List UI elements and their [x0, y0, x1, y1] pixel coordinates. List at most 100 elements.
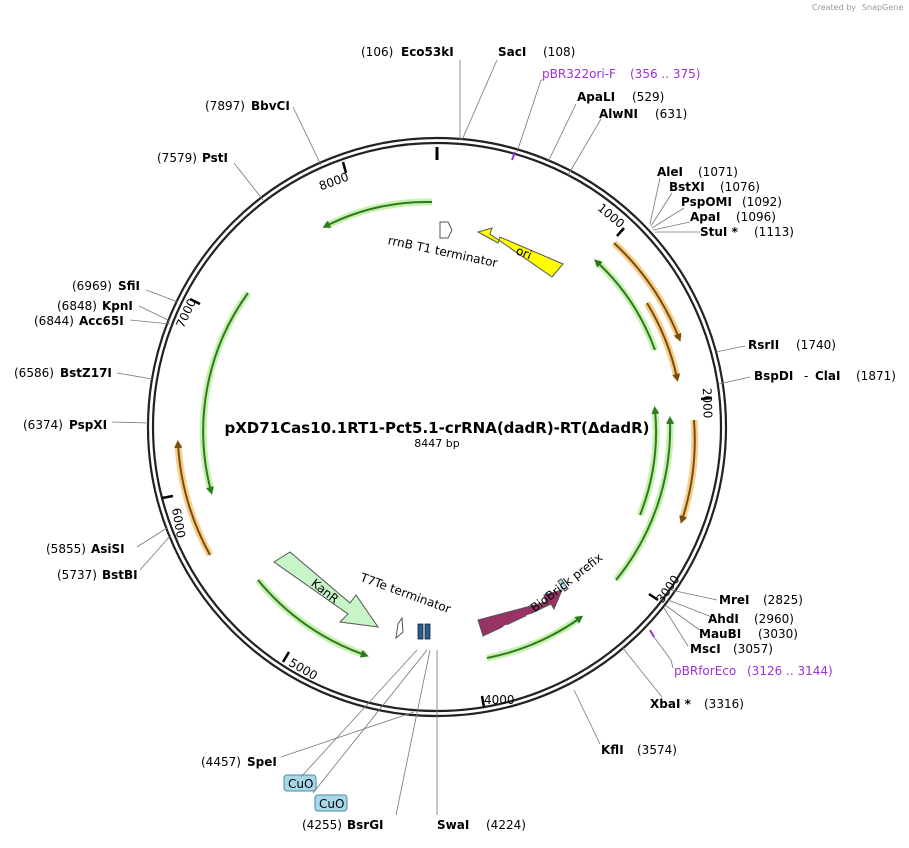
cymr-feature	[477, 589, 563, 637]
biobrick-glyph	[557, 578, 569, 592]
credit-brand: SnapGene	[862, 3, 903, 12]
orf-top	[322, 198, 433, 230]
credit-prefix: Created by	[812, 3, 856, 12]
enzyme-acc65i[interactable]: Acc65I	[79, 314, 124, 328]
enzyme-pos-pspomi: (1092)	[742, 195, 782, 209]
orf-bottom-left	[255, 577, 369, 659]
t7te-label: T7Te terminator	[357, 570, 452, 616]
kanr-feature	[273, 551, 380, 628]
enzyme-apai[interactable]: ApaI	[690, 210, 720, 224]
enzyme-maubi[interactable]: MauBI	[699, 627, 741, 641]
cuo-1-label: CuO	[288, 777, 313, 791]
enzyme-pos-stui: (1113)	[754, 225, 794, 239]
enzyme-pos-bstz17i: (6586)	[14, 366, 54, 380]
orf-arcs	[199, 198, 675, 662]
primer-pbrforeco[interactable]: pBRforEco	[674, 664, 736, 678]
enzyme-pos-bstxi: (1076)	[720, 180, 760, 194]
enzyme-pos-sfii: (6969)	[72, 279, 112, 293]
enzyme-stui[interactable]: StuI *	[700, 225, 739, 239]
enzyme-pos-maubi: (3030)	[758, 627, 798, 641]
enzyme-eco53ki[interactable]: Eco53kI	[401, 45, 454, 59]
orf-right-upper	[594, 259, 659, 352]
enzyme-pos-alei: (1071)	[698, 165, 738, 179]
enzyme-clai[interactable]: ClaI	[815, 369, 840, 383]
enzyme-pos-spei: (4457)	[201, 755, 241, 769]
enzyme-bstbi[interactable]: BstBI	[102, 568, 138, 582]
orf-right-lower	[613, 416, 675, 583]
enzyme-pos-bsrgi: (4255)	[302, 818, 342, 832]
enzyme-kpni[interactable]: KpnI	[102, 299, 133, 313]
enzyme-apali[interactable]: ApaLI	[577, 90, 615, 104]
enzyme-saci[interactable]: SacI	[498, 45, 526, 59]
enzyme-bstz17i[interactable]: BstZ17I	[60, 366, 112, 380]
enzyme-pos-xbai: (3316)	[704, 697, 744, 711]
orf-orange-2	[644, 301, 681, 382]
enzyme-sfii[interactable]: SfiI	[118, 279, 140, 293]
t7te-terminator-glyph	[395, 616, 404, 640]
cuo-box-1: CuO	[283, 774, 317, 792]
enzyme-alwni[interactable]: AlwNI	[599, 107, 638, 121]
leader-lines	[111, 59, 751, 816]
plasmid-title: pXD71Cas10.1RT1-Pct5.1-crRNA(dadR)-RT(Δd…	[225, 419, 650, 437]
ori-feature	[476, 227, 564, 278]
enzyme-pos-alwni: (631)	[655, 107, 687, 121]
primer-range-pbrforeco: (3126 .. 3144)	[747, 664, 833, 678]
enzyme-pos-pspxi: (6374)	[23, 418, 63, 432]
enzyme-bsrgi[interactable]: BsrGI	[347, 818, 384, 832]
primer-range-pbr322ori-f: (356 .. 375)	[630, 67, 700, 81]
enzyme-pos-saci: (108)	[543, 45, 575, 59]
enzyme-pos-bspdi-clai: (1871)	[856, 369, 896, 383]
orf-orange-3	[678, 419, 699, 524]
enzyme-pspomi[interactable]: PspOMI	[681, 195, 732, 209]
tick-8000: 8000	[317, 170, 350, 194]
orf-orange-1	[611, 240, 683, 342]
enzyme-pos-rsrii: (1740)	[796, 338, 836, 352]
ori-label: ori	[514, 244, 534, 263]
rrnb-label: rrnB T1 terminator	[387, 233, 499, 270]
enzyme-xbai[interactable]: XbaI *	[650, 697, 692, 711]
enzyme-pos-ahdi: (2960)	[754, 612, 794, 626]
enzyme-pos-apai: (1096)	[736, 210, 776, 224]
enzyme-alei[interactable]: AleI	[657, 165, 683, 179]
tick-6000: 6000	[169, 507, 188, 540]
primer-pbr322ori-f[interactable]: pBR322ori-F	[542, 67, 616, 81]
enzyme-bspdi[interactable]: BspDI	[754, 369, 793, 383]
enzyme-sep-bspdi-clai: -	[804, 369, 808, 383]
enzyme-spei[interactable]: SpeI	[247, 755, 277, 769]
enzyme-rsrii[interactable]: RsrII	[748, 338, 779, 352]
enzyme-pos-psti: (7579)	[157, 151, 197, 165]
tick-5000: 5000	[286, 655, 319, 682]
enzyme-pos-bstbi: (5737)	[57, 568, 97, 582]
enzyme-pos-bbvci: (7897)	[205, 99, 245, 113]
orf-bottom-right	[486, 615, 584, 662]
biobrick-label: BioBrick prefix	[528, 550, 605, 615]
enzyme-pos-swai: (4224)	[486, 818, 526, 832]
orf-left	[199, 290, 251, 495]
enzyme-pos-apali: (529)	[632, 90, 664, 104]
rrnb-terminator-glyph	[439, 221, 453, 239]
cuo-2-label: CuO	[319, 797, 344, 811]
orf-orange-left	[174, 440, 214, 557]
enzyme-pos-acc65i: (6844)	[34, 314, 74, 328]
cuo-box-2: CuO	[314, 794, 348, 812]
cuo-glyphs	[417, 623, 431, 640]
enzyme-bstxi[interactable]: BstXI	[669, 180, 705, 194]
enzyme-pos-asisi: (5855)	[46, 542, 86, 556]
enzyme-bbvci[interactable]: BbvCI	[251, 99, 290, 113]
primer-marks	[511, 151, 655, 638]
enzyme-asisi[interactable]: AsiSI	[91, 542, 125, 556]
enzyme-pspxi[interactable]: PspXI	[69, 418, 107, 432]
enzyme-pos-kpni: (6848)	[57, 299, 97, 313]
enzyme-swai[interactable]: SwaI	[437, 818, 469, 832]
orf-right-mid	[636, 406, 660, 517]
enzyme-kfli[interactable]: KflI	[601, 743, 624, 757]
plasmid-size: 8447 bp	[414, 437, 459, 450]
tick-4000: 4000	[484, 693, 515, 707]
enzyme-mrei[interactable]: MreI	[719, 593, 749, 607]
enzyme-msci[interactable]: MscI	[690, 642, 721, 656]
enzyme-ahdi[interactable]: AhdI	[708, 612, 739, 626]
orf-orange-arcs	[174, 240, 699, 557]
enzyme-psti[interactable]: PstI	[202, 151, 228, 165]
enzyme-pos-mrei: (2825)	[763, 593, 803, 607]
